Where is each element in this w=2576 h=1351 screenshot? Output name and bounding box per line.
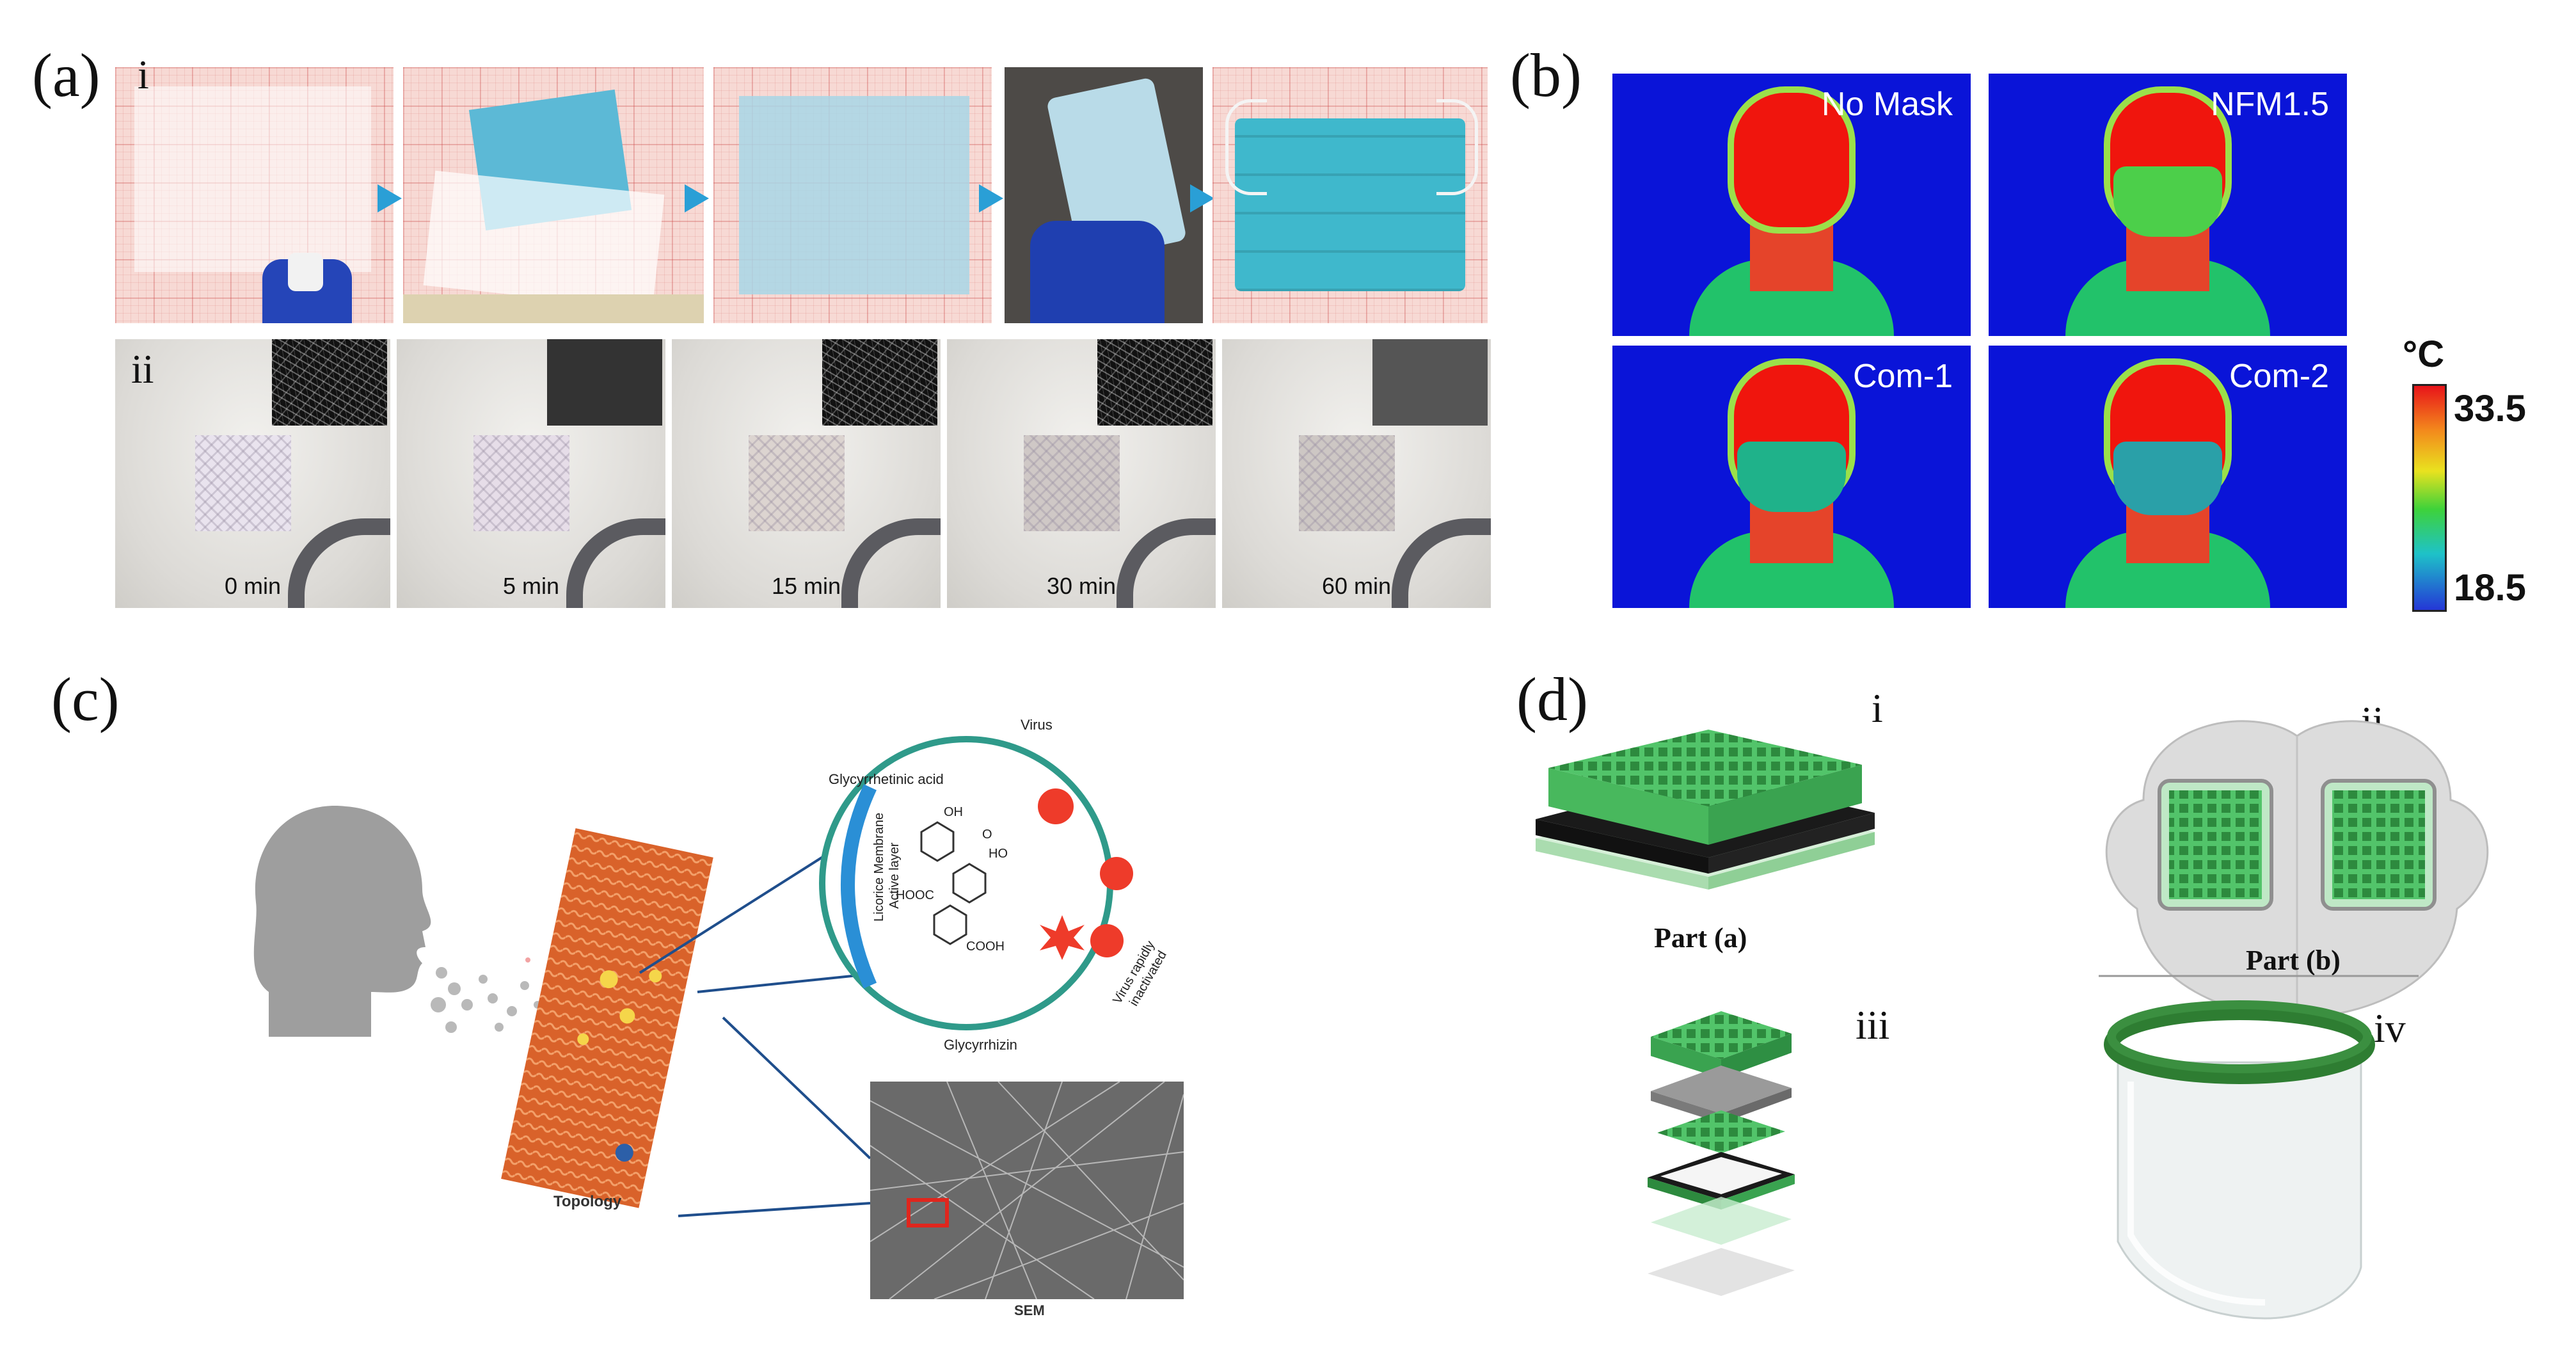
photo-step-1 — [115, 67, 394, 323]
panel-label-b: (b) — [1510, 41, 1582, 109]
colorbar-unit: °C — [2403, 333, 2445, 375]
thermal-label: Com-1 — [1852, 358, 1953, 395]
colorbar — [2412, 384, 2447, 612]
photo-step-3 — [713, 67, 992, 323]
thermal-image-com-1: Com-1 — [1612, 346, 1971, 608]
arrow-icon — [979, 184, 1003, 212]
photo-step-2 — [403, 67, 704, 323]
label-ho: HO — [989, 847, 1008, 861]
thermal-image-nfm: NFM1.5 — [1989, 74, 2347, 336]
photo-time-30: 30 min — [947, 339, 1216, 608]
sub-label-iv: iv — [2374, 1005, 2406, 1051]
time-label: 0 min — [224, 573, 282, 599]
head-silhouette — [253, 806, 431, 1037]
panel-label-c: (c) — [51, 665, 120, 733]
photo-time-0: 0 min — [115, 339, 390, 608]
label-cooh: COOH — [966, 939, 1005, 954]
photo-step-5 — [1212, 67, 1488, 323]
photo-step-4 — [1005, 67, 1203, 323]
arrow-icon — [685, 184, 709, 212]
label-glycyrrhizin: Glycyrrhizin — [944, 1037, 1017, 1053]
label-o: O — [982, 827, 992, 842]
filter-exploded-view — [1648, 1011, 1795, 1296]
topology-map — [501, 828, 713, 1208]
row-label-ii: ii — [131, 346, 154, 392]
arrow-icon — [378, 184, 402, 212]
aerosol-droplets — [431, 967, 596, 1033]
label-membrane: Licorice Membrane Active layer — [872, 809, 902, 922]
photo-time-15: 15 min — [672, 339, 941, 608]
label-membrane-line2: Active layer — [887, 842, 902, 909]
label-topology: Topology — [553, 1193, 622, 1210]
label-virus: Virus — [1021, 717, 1053, 733]
arrow-icon — [1190, 184, 1214, 212]
connector-lines — [639, 850, 884, 1217]
label-part-a: Part (a) — [1654, 922, 1747, 954]
photo-time-5: 5 min — [397, 339, 665, 608]
label-oh: OH — [944, 805, 963, 819]
label-hooc: HOOC — [896, 888, 934, 902]
colorbar-max: 33.5 — [2454, 388, 2526, 429]
label-glycyrrhetinic-acid: Glycyrrhetinic acid — [829, 771, 944, 787]
label-part-b: Part (b) — [2246, 945, 2341, 976]
sem-image — [870, 1081, 1184, 1300]
photo-time-60: 60 min — [1222, 339, 1491, 608]
colorbar-min: 18.5 — [2454, 567, 2526, 609]
mask-filter-cad: Part (a) Part (b) — [1536, 720, 2489, 1320]
time-label: 5 min — [502, 573, 560, 599]
licorice-membrane-diagram: Glycyrrhetinic acid Virus OH O HO HOOC C… — [253, 717, 1184, 1318]
thermal-label: NFM1.5 — [2211, 86, 2329, 123]
label-sem: SEM — [1014, 1302, 1045, 1318]
time-label: 30 min — [1046, 573, 1117, 599]
thermal-image-no-mask: No Mask — [1612, 74, 1971, 336]
sub-label-i: i — [1872, 685, 1883, 731]
filter-part-a — [1536, 730, 1875, 890]
panel-label-a: (a) — [32, 41, 100, 109]
time-label: 60 min — [1321, 573, 1392, 599]
zoom-circle — [819, 736, 1133, 1030]
label-membrane-line1: Licorice Membrane — [872, 813, 886, 922]
thermal-label: No Mask — [1821, 86, 1953, 123]
face-shield — [2104, 1000, 2375, 1320]
thermal-image-com-2: Com-2 — [1989, 346, 2347, 608]
row-label-i: i — [138, 52, 149, 97]
sub-label-iii: iii — [1856, 1002, 1890, 1048]
filter-part-b — [2105, 720, 2489, 1019]
thermal-label: Com-2 — [2229, 358, 2329, 395]
panel-label-d: (d) — [1516, 665, 1588, 733]
time-label: 15 min — [771, 573, 841, 599]
